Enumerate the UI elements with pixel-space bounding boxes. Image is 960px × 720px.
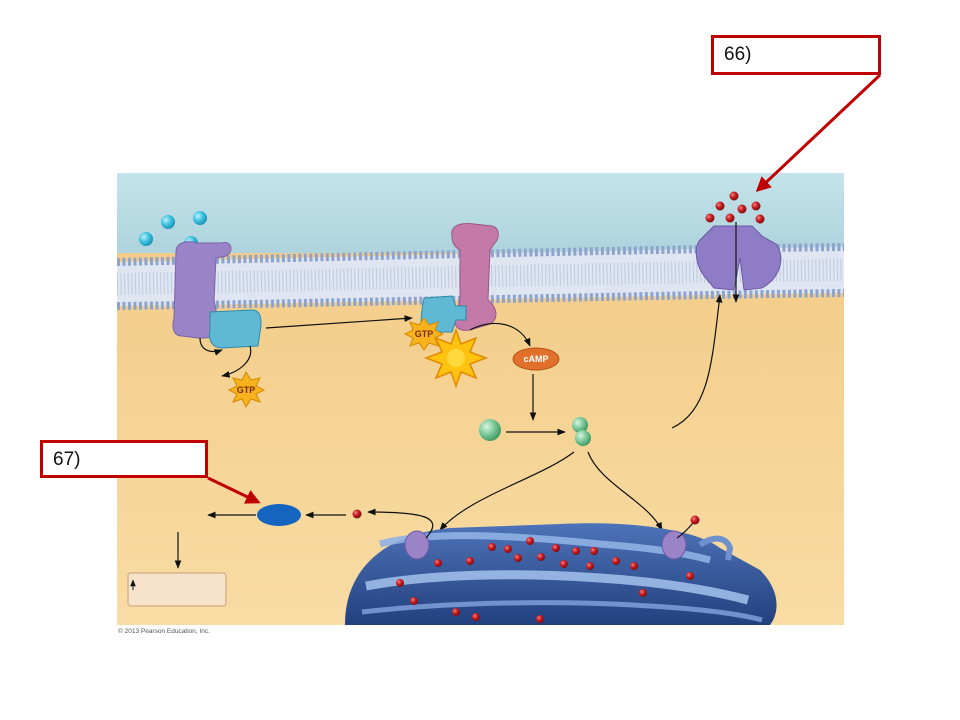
gtp-label-left: GTP — [237, 385, 256, 395]
calcium-ions-er — [396, 537, 694, 623]
calcium-ion-released-right — [690, 515, 700, 525]
gtp-starburst-center — [403, 317, 445, 351]
calcium-ions-extracellular — [705, 191, 765, 224]
activation-arrow — [265, 315, 413, 329]
cellular-response-protein — [257, 504, 301, 526]
callout-67-box: 67) — [40, 440, 208, 478]
camp-molecule — [512, 347, 560, 371]
copyright-notice: © 2013 Pearson Education, Inc. — [118, 628, 210, 635]
callout-66-box: 66) — [711, 35, 881, 75]
response-box — [127, 572, 227, 607]
er-channel-right — [661, 530, 687, 560]
inactive-kinase — [479, 419, 501, 441]
active-kinase — [572, 417, 591, 446]
callout-66-label: 66) — [724, 44, 752, 65]
adenylyl-cyclase — [451, 223, 499, 331]
gtp-starburst-left — [227, 370, 266, 409]
calcium-ion-released — [352, 509, 362, 519]
callout-67-label: 67) — [53, 449, 81, 470]
er-channel-left — [404, 530, 430, 560]
callout-67-arrow — [207, 476, 261, 504]
gtp-label-center: GTP — [415, 329, 434, 339]
g-protein-inactive — [209, 309, 262, 349]
camp-label: cAMP — [523, 354, 548, 364]
callout-66-arrow — [755, 73, 882, 193]
ion-channel — [695, 225, 782, 291]
